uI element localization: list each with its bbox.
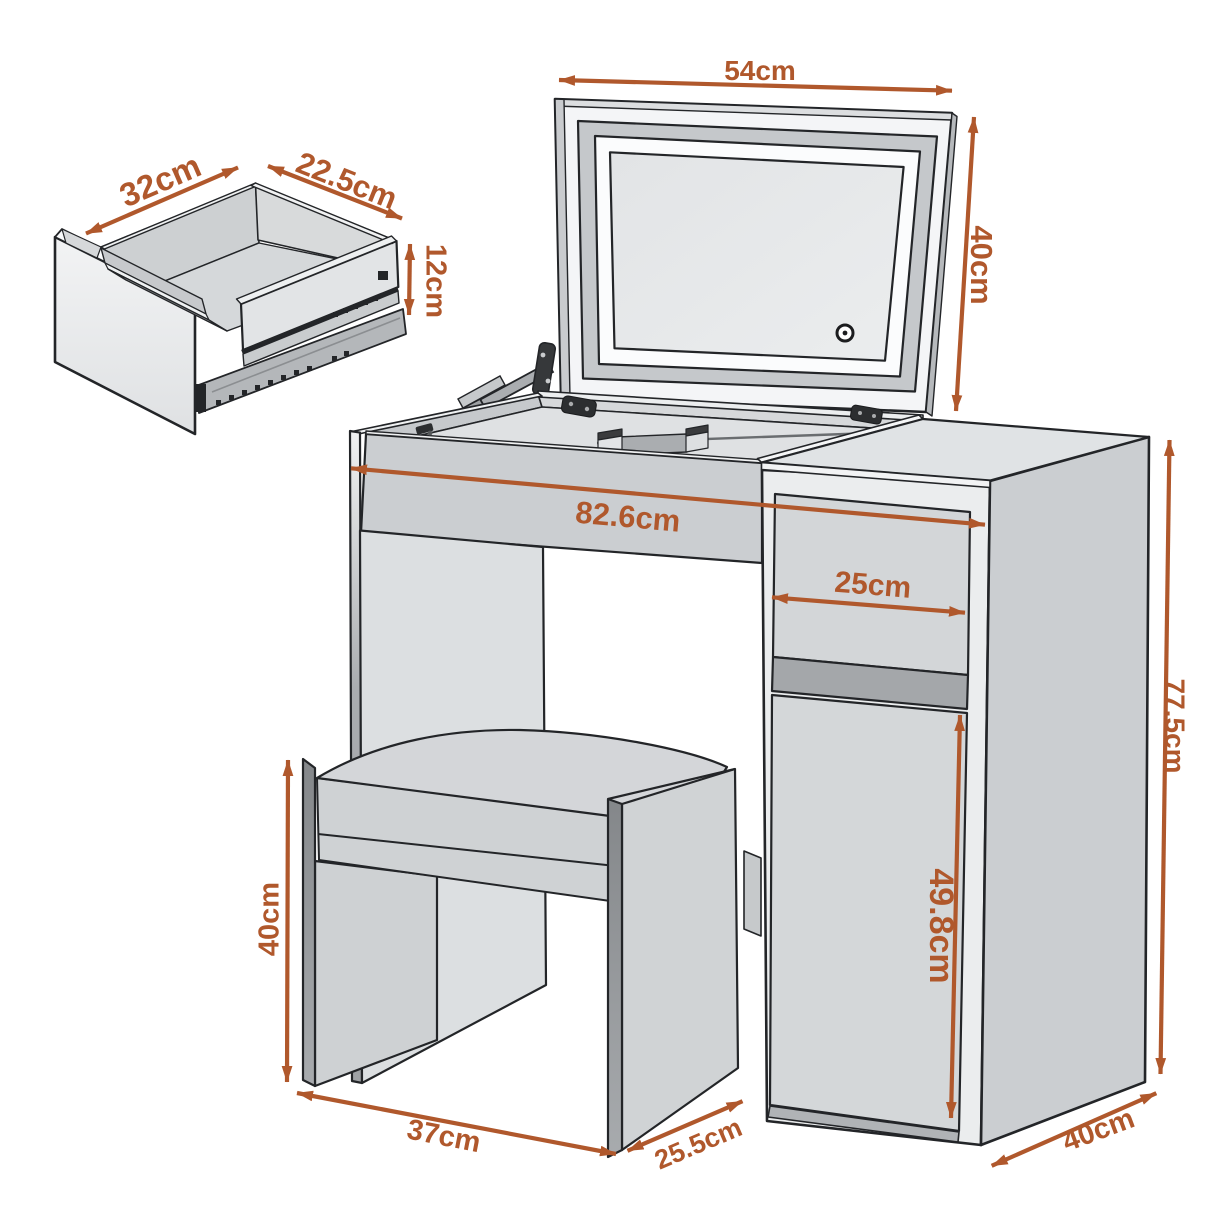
svg-text:77.5cm: 77.5cm (1159, 679, 1190, 774)
svg-text:12cm: 12cm (420, 244, 452, 318)
svg-text:40cm: 40cm (253, 882, 285, 956)
svg-text:49.8cm: 49.8cm (922, 868, 960, 983)
svg-text:40cm: 40cm (964, 225, 999, 304)
svg-text:25cm: 25cm (833, 566, 912, 605)
svg-text:54cm: 54cm (724, 55, 796, 86)
